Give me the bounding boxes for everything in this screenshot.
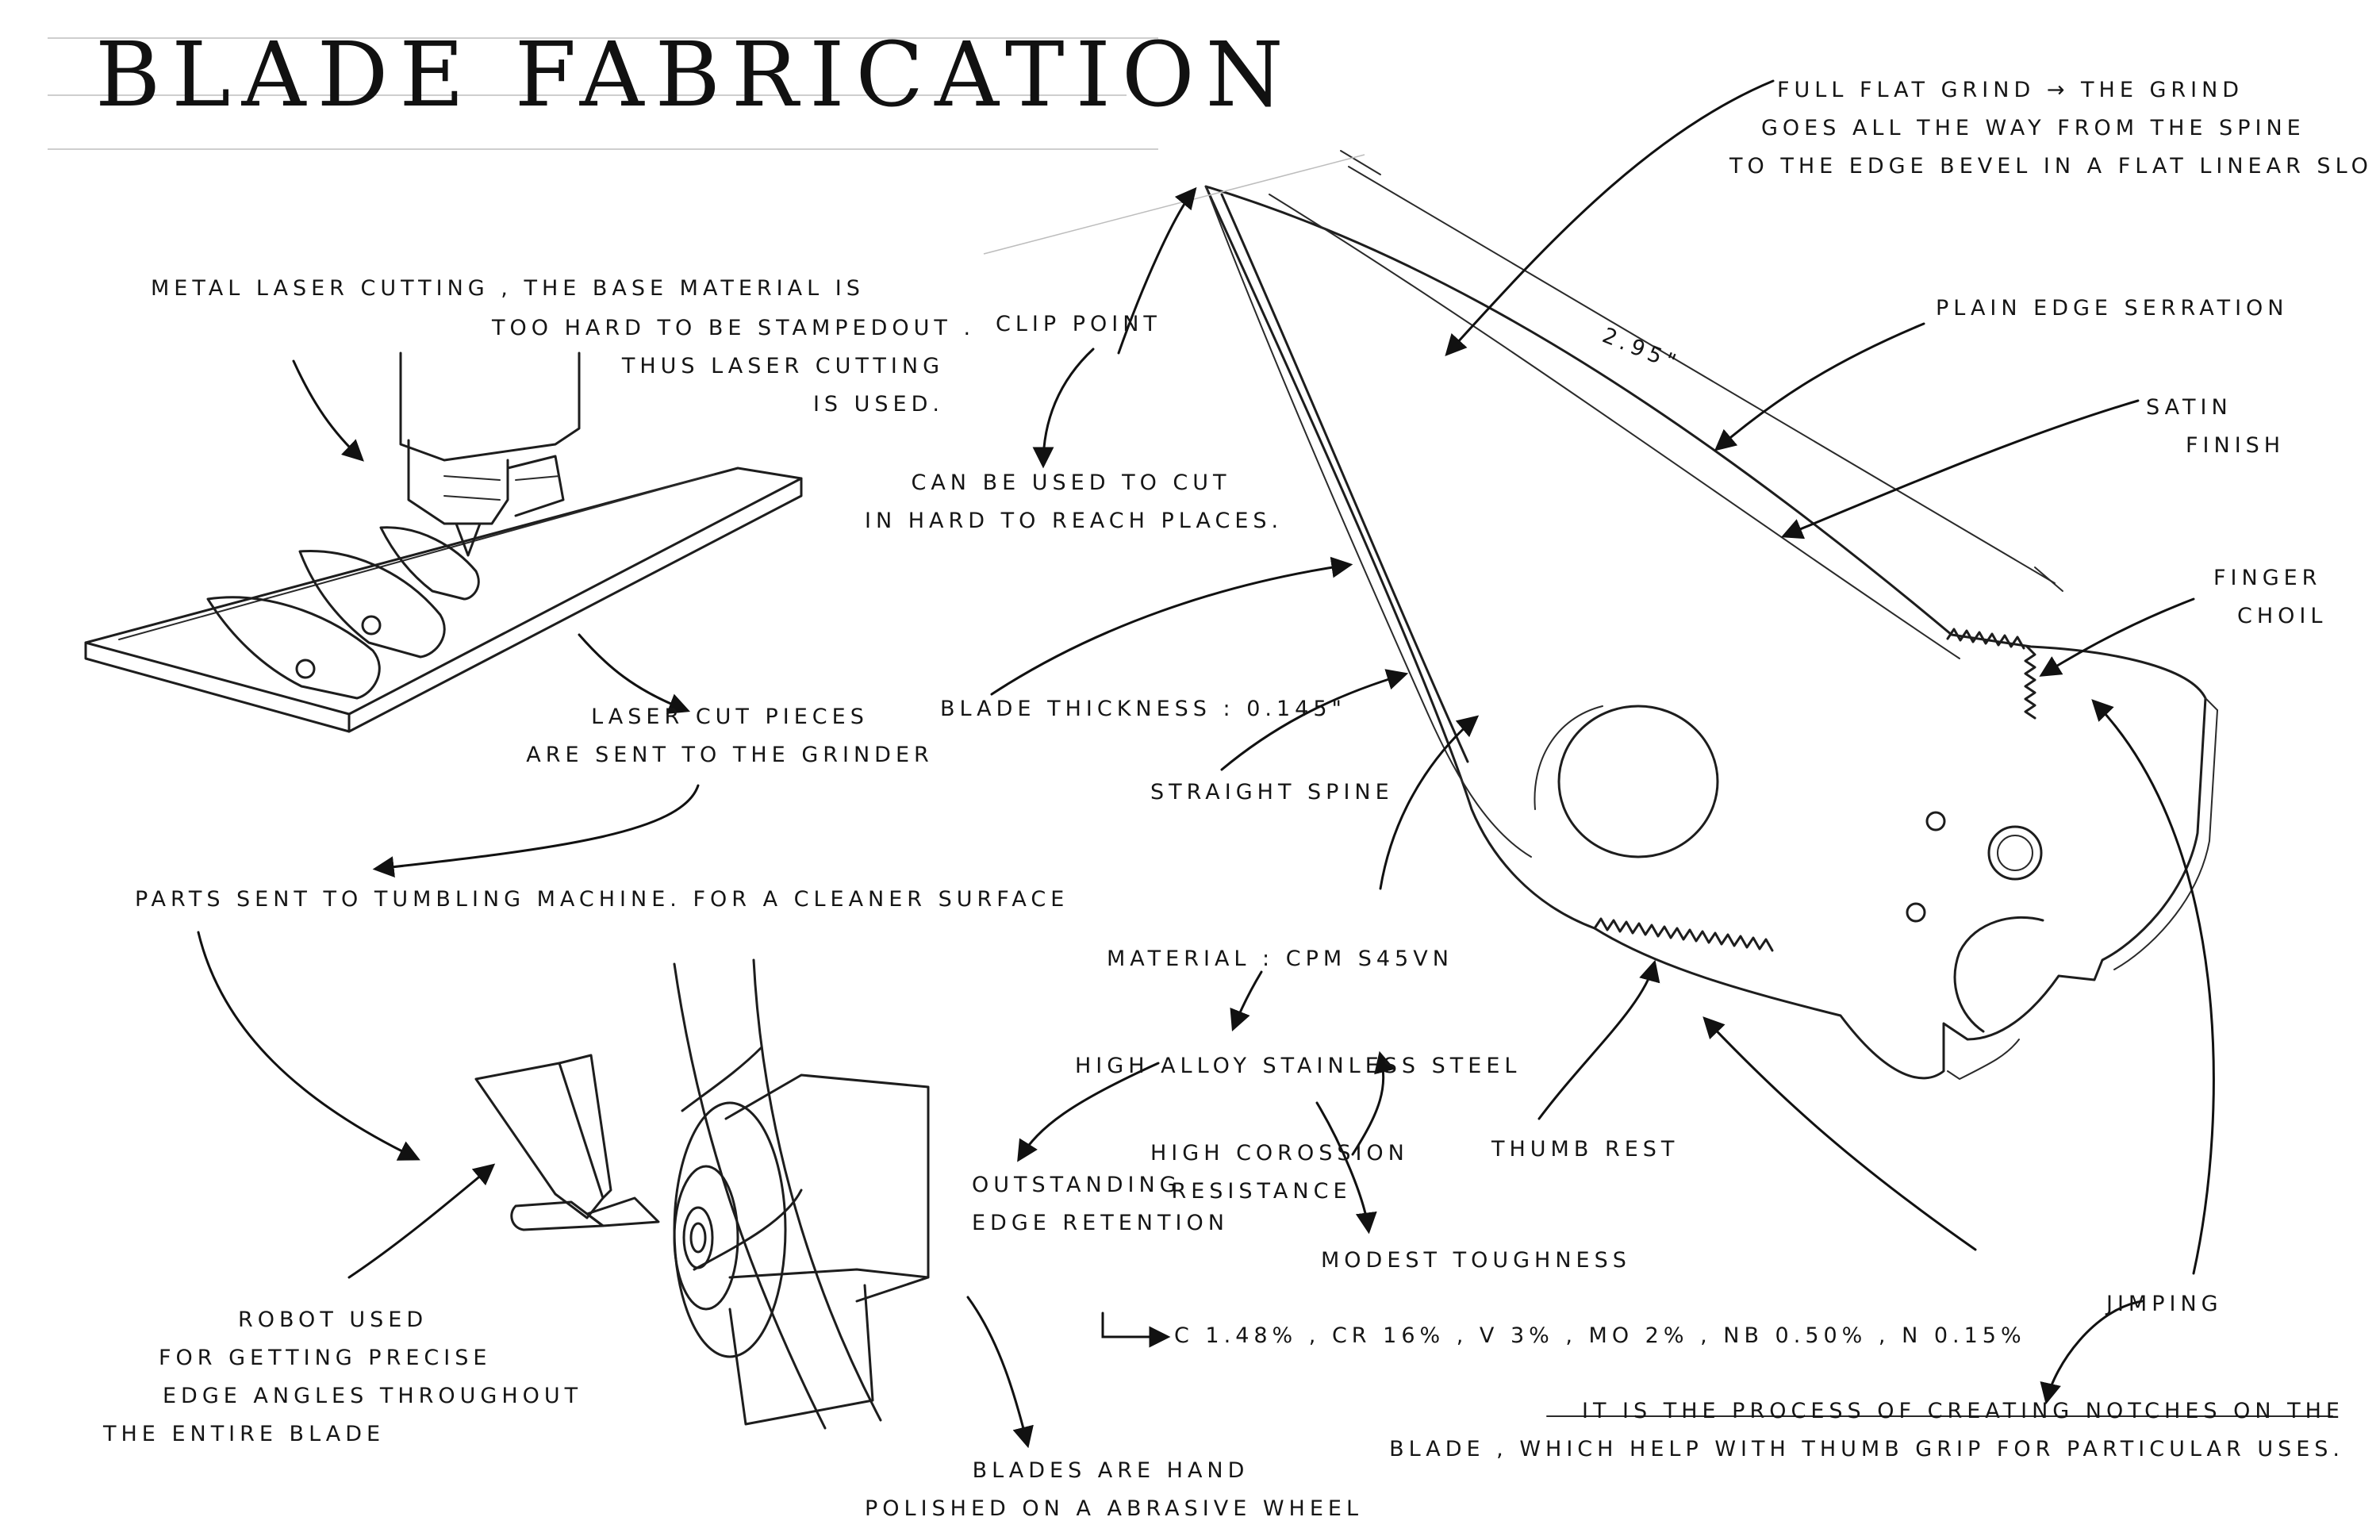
laser-cut-pieces-note: Laser cut pieces are sent to the grinder <box>524 698 936 774</box>
laser-cutting-note-cont: too hard to be stampedout . thus laser c… <box>492 309 976 424</box>
robot-line-4: the entire blade <box>103 1422 386 1446</box>
full-flat-grind-note: Full Flat Grind → the grind goes all the… <box>1729 71 2373 186</box>
laser-line-1: Metal Laser Cutting , the base material … <box>151 276 865 301</box>
jimping-line-1: It is the process of creating notches on… <box>1582 1399 2344 1423</box>
material-label: Material : CPM S45VN <box>1107 947 1453 971</box>
corrosion-resistance-label: High Corossion Resistance <box>1150 1135 1409 1211</box>
finger-choil-line-2: Choil <box>2237 604 2328 628</box>
clip-point-line-2: in hard to reach places. <box>865 509 1284 533</box>
grinder-drawing <box>474 958 930 1430</box>
title-guidelines <box>48 37 1158 150</box>
laser-line-2: too hard to be stampedout . <box>492 316 976 340</box>
grind-line-1: Full Flat Grind → the grind <box>1777 78 2244 102</box>
robot-note: Robot used for getting precise edge angl… <box>103 1301 582 1454</box>
robot-line-2: for getting precise <box>159 1346 492 1370</box>
composition-label: C 1.48% , Cr 16% , V 3% , Mo 2% , Nb 0.5… <box>1174 1323 2026 1348</box>
page-title: Blade Fabrication <box>95 24 1295 127</box>
jimping-line-2: blade , which help with thumb grip for p… <box>1389 1437 2344 1461</box>
grind-line-3: to the edge bevel in a flat linear slo <box>1729 154 2373 179</box>
satin-line-2: Finish <box>2186 433 2286 458</box>
robot-line-3: edge angles throughout <box>163 1384 583 1408</box>
laser-cutting-note: Metal Laser Cutting , the base material … <box>151 270 865 308</box>
blade-thickness-label: Blade thickness : 0.145" <box>940 697 1346 721</box>
clip-point-desc: Can be used to cut in hard to reach plac… <box>865 464 1284 540</box>
straight-spine-label: Straight Spine <box>1150 780 1394 805</box>
clip-point-line-1: Can be used to cut <box>911 470 1231 495</box>
blade-drawing <box>1204 185 2219 1081</box>
finger-choil-line-1: Finger <box>2213 566 2322 590</box>
hand-polish-note: Blades are hand polished on a abrasive w… <box>865 1452 1364 1528</box>
satin-line-1: Satin <box>2146 395 2232 420</box>
robot-line-1: Robot used <box>238 1308 428 1332</box>
plain-edge-serration-label: Plain Edge Serration <box>1936 296 2289 321</box>
clip-point-label: Clip Point <box>996 312 1161 336</box>
corrosion-line-1: High Corossion <box>1150 1141 1409 1166</box>
jimping-desc: It is the process of creating notches on… <box>1353 1392 2344 1469</box>
finger-choil-label: Finger Choil <box>2213 559 2327 636</box>
corrosion-line-2: Resistance <box>1171 1179 1352 1204</box>
modest-toughness-label: Modest Toughness <box>1321 1248 1631 1273</box>
alloy-label: High Alloy Stainless Steel <box>1075 1054 1522 1078</box>
polish-line-2: polished on a abrasive wheel <box>865 1496 1364 1521</box>
laser-pieces-line-2: are sent to the grinder <box>526 743 934 767</box>
retention-line-1: Outstanding <box>972 1173 1181 1197</box>
laser-line-3: thus laser cutting <box>621 354 944 378</box>
laser-line-4: is used. <box>812 392 944 417</box>
edge-retention-label: Outstanding Edge Retention <box>972 1166 1229 1242</box>
thumb-rest-label: Thumb Rest <box>1491 1137 1679 1162</box>
jimping-label: Jimping <box>2106 1292 2223 1316</box>
polish-line-1: Blades are hand <box>972 1458 1250 1483</box>
dimension-line <box>983 150 2063 592</box>
annotation-arrows <box>197 79 2215 1449</box>
satin-finish-label: Satin Finish <box>2146 389 2285 465</box>
grind-line-2: goes all the way from the spine <box>1761 116 2305 140</box>
laser-pieces-line-1: Laser cut pieces <box>591 705 869 729</box>
laser-plate-drawing <box>84 351 803 733</box>
retention-line-2: Edge Retention <box>972 1211 1229 1235</box>
tumbling-machine-note: Parts sent to tumbling machine. for a cl… <box>135 887 1069 912</box>
